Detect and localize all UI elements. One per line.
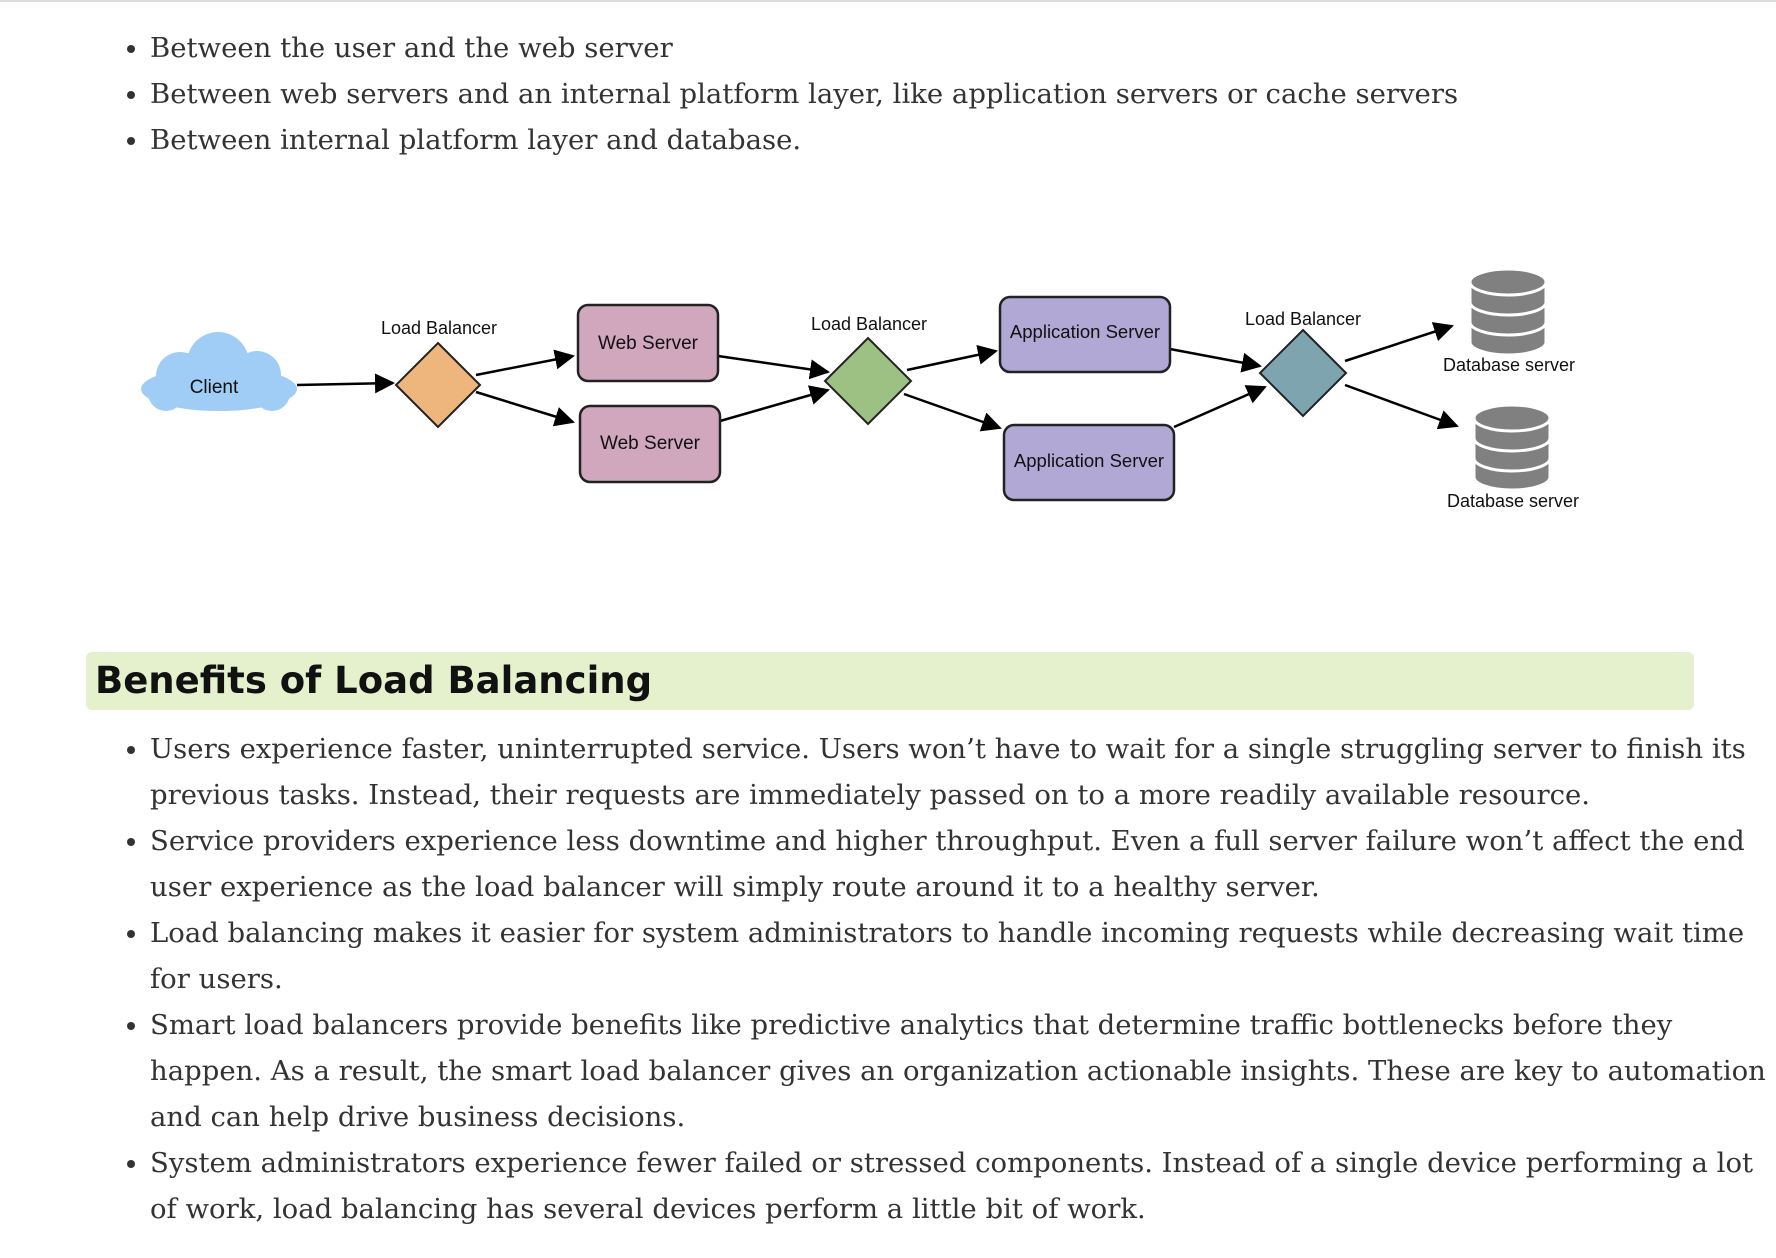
app-server-box [998,295,1172,374]
arrow-lb2-app2 [903,392,1002,432]
intro-bullet: Between internal platform layer and data… [150,117,1770,163]
intro-bullet-list: Between the user and the web server Betw… [84,25,1770,163]
benefit-bullet: Users experience faster, uninterrupted s… [150,726,1770,818]
connectors [296,322,1459,432]
section-heading: Benefits of Load Balancing [95,659,653,702]
app-server-box [1002,423,1176,502]
benefit-bullet: Load balancing makes it easier for syste… [150,910,1770,1002]
load-balancer-label: Load Balancer [381,318,497,338]
web-server-label: Web Server [598,333,699,354]
benefit-bullet: Service providers experience less downti… [150,818,1770,910]
load-balancer-label: Load Balancer [811,314,927,334]
app-server-label: Application Server [1014,450,1164,471]
load-balancer-diagram: Client Load Balancer Web Server Web Serv… [141,267,1579,511]
web-server-box [578,404,722,484]
arrow-client-lb1 [296,373,395,394]
database-icon [1472,403,1552,492]
database-icon [1468,267,1548,357]
arrow-lb1-web1 [475,349,575,377]
benefits-bullet-list: Users experience faster, uninterrupted s… [84,726,1770,1232]
arrow-lb1-web2 [475,390,575,427]
app-server-label: Application Server [1010,321,1160,342]
benefit-bullet: Smart load balancers provide benefits li… [150,1002,1770,1140]
client-label: Client [190,377,239,398]
load-balancer-label: Load Balancer [1245,309,1361,329]
section-heading-bar: Benefits of Load Balancing [86,652,1694,710]
arrow-app2-lb3 [1173,385,1267,429]
arrow-app1-lb3 [1169,347,1262,373]
intro-bullet: Between the user and the web server [150,25,1770,71]
client-cloud [141,332,297,411]
arrow-lb3-db1 [1344,322,1454,363]
arrow-web2-lb2 [719,385,830,423]
top-divider [0,0,1776,2]
load-balancer-diamond [1258,328,1348,418]
benefit-bullet: System administrators experience fewer f… [150,1140,1770,1232]
intro-bullet: Between web servers and an internal plat… [150,71,1770,117]
arrow-lb2-app1 [906,344,998,372]
load-balancer-diamond [394,341,482,429]
load-balancer-diamond [823,336,913,426]
arrow-lb3-db2 [1344,383,1459,430]
database-label: Database server [1447,491,1579,511]
database-label: Database server [1443,355,1575,375]
web-server-box [576,303,720,383]
arrow-web1-lb2 [717,354,830,380]
web-server-label: Web Server [600,433,701,454]
